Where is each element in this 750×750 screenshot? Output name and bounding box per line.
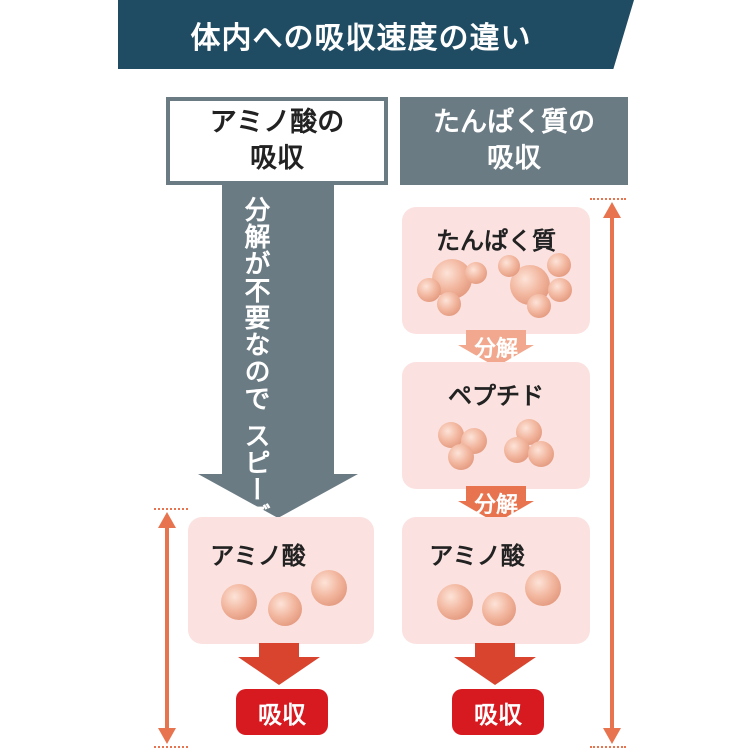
peptide-box (402, 362, 590, 489)
decompose-label-1: 分解 (473, 337, 518, 362)
right-absorb-arrow-head (454, 657, 536, 685)
molecule-ball-icon (437, 584, 473, 620)
molecule-ball-icon (547, 253, 571, 277)
molecule-ball-icon (525, 570, 561, 606)
right-amino-acid-label: アミノ酸 (429, 542, 525, 570)
left-absorb-button: 吸収 (236, 689, 328, 735)
molecule-ball-icon (437, 292, 461, 316)
protein-header: たんぱく質の 吸収 (400, 97, 628, 185)
right-absorb-button: 吸収 (452, 689, 544, 735)
molecule-ball-icon (438, 422, 464, 448)
molecule-ball-icon (311, 570, 347, 606)
page-title: 体内への吸収速度の違い (190, 20, 532, 56)
protein-label: たんぱく質 (436, 227, 556, 255)
molecule-ball-icon (268, 592, 302, 626)
fast-absorb-arrow-head (198, 474, 358, 518)
fast-absorb-arrow-body (222, 185, 334, 475)
molecule-ball-icon (527, 294, 551, 318)
amino-acid-header: アミノ酸の 吸収 (166, 97, 388, 185)
fast-absorb-text: 分解が不要なので スピーディーに吸収！ (240, 196, 270, 693)
left-range-bottom-dotted (154, 746, 188, 748)
molecule-ball-icon (498, 255, 520, 277)
molecule-ball-icon (448, 444, 474, 470)
right-range-top-dotted (590, 198, 626, 200)
decompose-arrow-2-body (466, 486, 526, 502)
molecule-ball-icon (465, 262, 487, 284)
molecule-ball-icon (221, 584, 257, 620)
left-absorb-arrow-body (259, 643, 299, 657)
title-banner (118, 0, 634, 69)
decompose-arrow-1-body (466, 330, 526, 346)
decompose-arrow-1-head (458, 345, 534, 367)
left-double-headed-arrow-icon (158, 512, 176, 744)
right-double-headed-arrow-icon (603, 202, 621, 744)
left-absorb-arrow-head (238, 657, 320, 685)
right-range-bottom-dotted (590, 746, 626, 748)
molecule-ball-icon (528, 441, 554, 467)
molecule-ball-icon (482, 592, 516, 626)
left-range-top-dotted (154, 508, 188, 510)
left-amino-acid-label: アミノ酸 (210, 542, 306, 570)
decompose-label-2: 分解 (473, 493, 518, 518)
peptide-label: ペプチド (448, 382, 544, 410)
right-absorb-arrow-body (475, 643, 515, 657)
molecule-ball-icon (504, 437, 530, 463)
molecule-ball-icon (417, 278, 441, 302)
molecule-ball-icon (548, 278, 572, 302)
